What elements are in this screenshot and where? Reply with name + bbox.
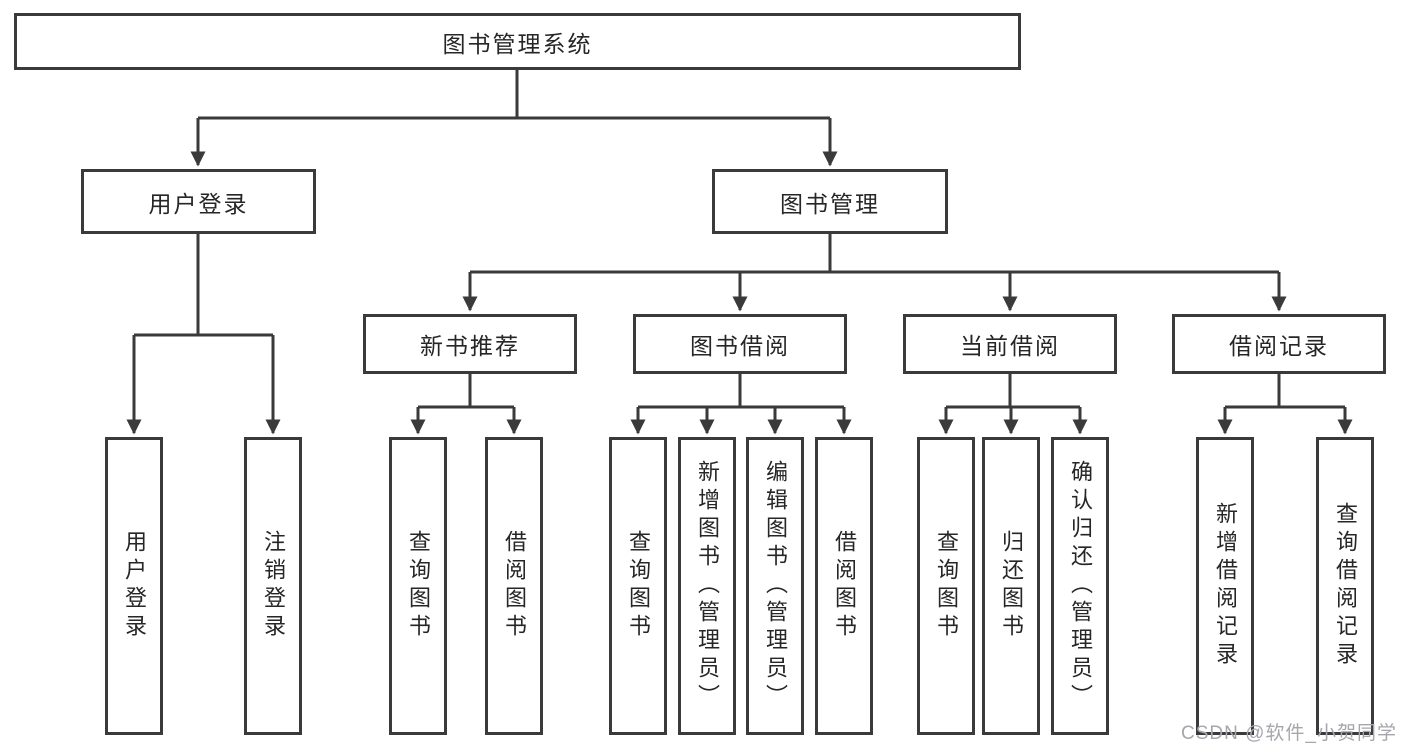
node-root-label: 图书管理系统 xyxy=(442,30,593,57)
node-book-management-label: 图书管理 xyxy=(780,190,880,217)
leaf-logout-label: 注销登录 xyxy=(261,530,286,642)
leaf-query-borrow-record: 查询借阅记录 xyxy=(1316,437,1374,735)
leaf-add-books-admin: 新增图书（管理员） xyxy=(678,437,736,735)
node-current-borrowing-label: 当前借阅 xyxy=(960,333,1060,359)
leaf-borrow-books-recommend-label: 借阅图书 xyxy=(502,530,527,642)
node-new-book-recommend: 新书推荐 xyxy=(363,314,577,374)
leaf-add-books-admin-label: 新增图书（管理员） xyxy=(695,460,720,712)
leaf-borrow-books-borrowing-label: 借阅图书 xyxy=(832,530,857,642)
leaf-edit-books-admin-label: 编辑图书（管理员） xyxy=(763,460,788,712)
node-user-login: 用户登录 xyxy=(81,169,316,234)
node-book-borrowing-label: 图书借阅 xyxy=(690,333,790,359)
node-borrowing-records: 借阅记录 xyxy=(1172,314,1386,374)
leaf-return-books-label: 归还图书 xyxy=(999,530,1024,642)
leaf-confirm-return-admin-label: 确认归还（管理员） xyxy=(1068,460,1093,712)
leaf-query-books-borrowing: 查询图书 xyxy=(609,437,667,735)
leaf-return-books: 归还图书 xyxy=(982,437,1040,735)
node-book-borrowing: 图书借阅 xyxy=(633,314,847,374)
leaf-add-borrow-record-label: 新增借阅记录 xyxy=(1213,502,1238,670)
node-book-management: 图书管理 xyxy=(712,169,948,234)
leaf-borrow-books-recommend: 借阅图书 xyxy=(485,437,543,735)
leaf-query-books-current-label: 查询图书 xyxy=(934,530,959,642)
leaf-user-login-label: 用户登录 xyxy=(122,530,147,642)
leaf-query-books-borrowing-label: 查询图书 xyxy=(626,530,651,642)
leaf-user-login: 用户登录 xyxy=(105,437,163,735)
leaf-add-borrow-record: 新增借阅记录 xyxy=(1196,437,1254,735)
node-user-login-label: 用户登录 xyxy=(148,190,249,217)
leaf-query-borrow-record-label: 查询借阅记录 xyxy=(1333,502,1358,670)
leaf-confirm-return-admin: 确认归还（管理员） xyxy=(1051,437,1109,735)
csdn-watermark: CSDN @软件_小贺同学 xyxy=(1181,723,1397,744)
leaf-edit-books-admin: 编辑图书（管理员） xyxy=(746,437,804,735)
leaf-query-books-current: 查询图书 xyxy=(917,437,975,735)
leaf-borrow-books-borrowing: 借阅图书 xyxy=(815,437,873,735)
node-root: 图书管理系统 xyxy=(14,13,1021,70)
leaf-query-books-recommend-label: 查询图书 xyxy=(406,530,431,642)
leaf-query-books-recommend: 查询图书 xyxy=(389,437,447,735)
leaf-logout: 注销登录 xyxy=(244,437,302,735)
node-current-borrowing: 当前借阅 xyxy=(903,314,1117,374)
node-borrowing-records-label: 借阅记录 xyxy=(1229,333,1329,359)
node-new-book-recommend-label: 新书推荐 xyxy=(420,333,520,359)
